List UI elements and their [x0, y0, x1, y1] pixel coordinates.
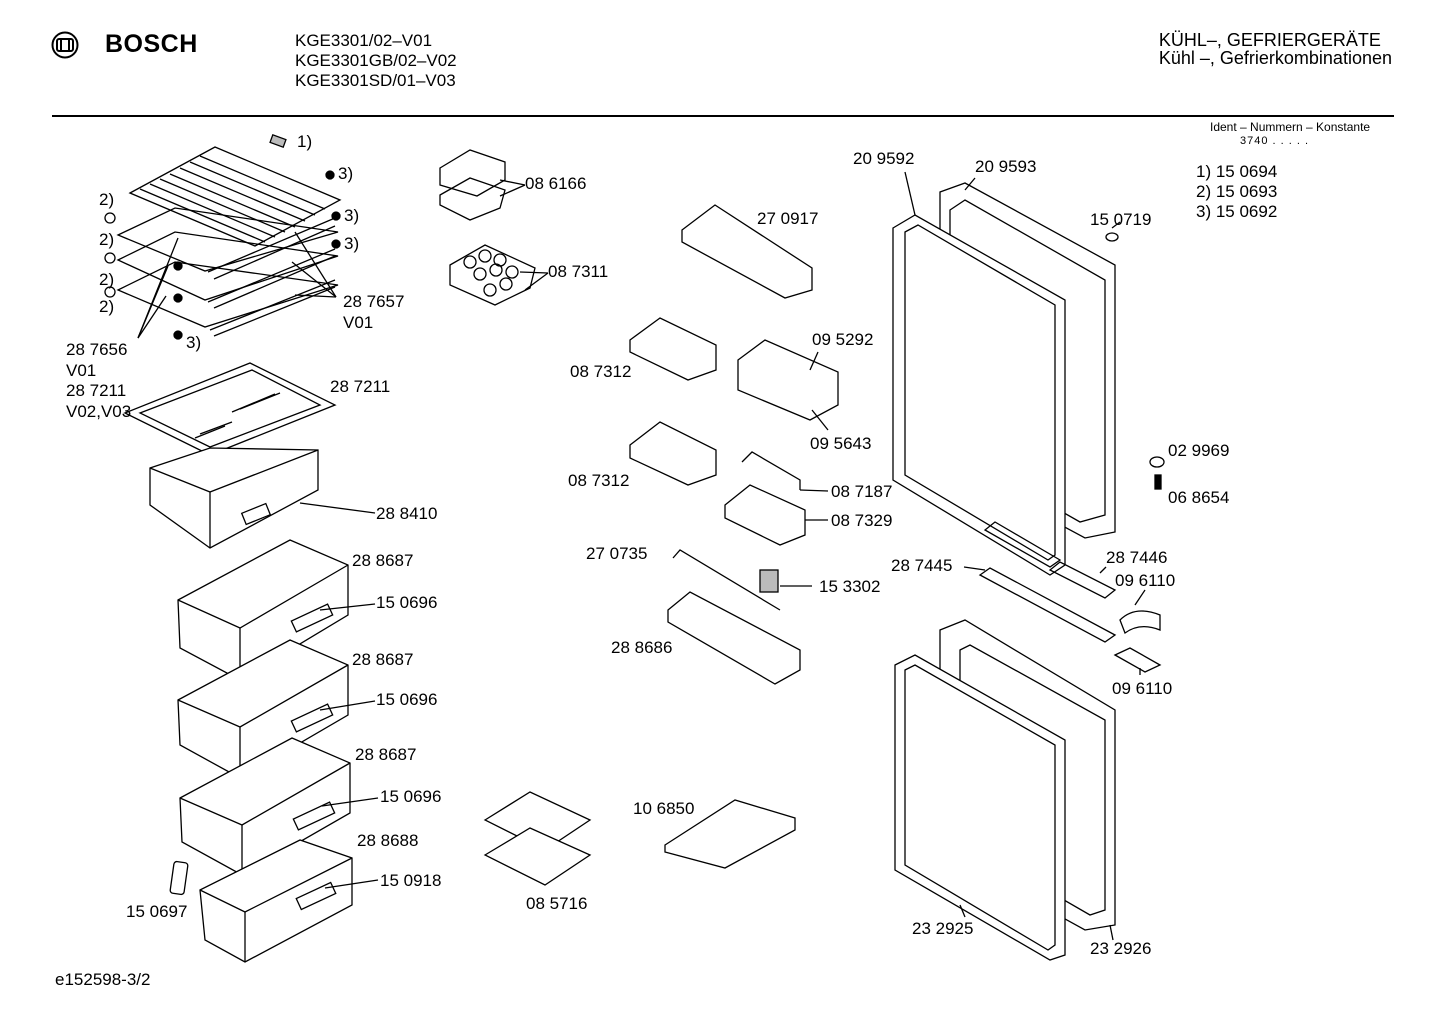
- legend-item: 2) 15 0693: [1196, 182, 1278, 201]
- part-number-label: 28 8410: [376, 504, 438, 523]
- crisper-drawers: [169, 539, 353, 963]
- part-number-label: 28 7656: [66, 340, 128, 359]
- part-number-label: 27 0917: [757, 209, 819, 228]
- ident-code: 3740 . . . . .: [1240, 135, 1310, 147]
- part-number-label: 28 7657: [343, 292, 405, 311]
- ice-cube-tray: [664, 799, 796, 869]
- part-number-label: 10 6850: [633, 799, 695, 818]
- part-number-label: 08 7312: [570, 362, 632, 381]
- label-note-2: 2): [99, 297, 115, 316]
- part-number-label: 08 7187: [831, 482, 893, 501]
- variant-label: V01: [66, 361, 97, 380]
- category-title: KÜHL–, GEFRIERGERÄTE Kühl –, Gefrierkomb…: [1159, 31, 1392, 67]
- part-number-label: 09 5292: [812, 330, 874, 349]
- bosch-armature-icon: [51, 31, 79, 59]
- variant-label: V01: [343, 313, 374, 332]
- model-v02: KGE3301GB/02–V02: [295, 51, 457, 70]
- variant-label: V02,V03: [66, 402, 132, 421]
- part-number-label: 15 0918: [380, 871, 442, 890]
- label-note-2: 2): [99, 190, 115, 209]
- bosch-logo-icon: [50, 30, 80, 65]
- part-number-label: 02 9969: [1168, 441, 1230, 460]
- part-number-label: 15 0697: [126, 902, 188, 921]
- part-number-label: 15 0696: [376, 593, 438, 612]
- part-number-label: 08 6166: [525, 174, 587, 193]
- brand-name: BOSCH: [105, 30, 198, 58]
- part-number-label: 28 8688: [357, 831, 419, 850]
- hinge-parts: [978, 232, 1165, 673]
- part-number-label: 09 6110: [1112, 679, 1173, 698]
- part-number-label: 09 5643: [810, 434, 872, 453]
- part-number-label: 08 7312: [568, 471, 630, 490]
- part-number-label: 15 3302: [819, 577, 881, 596]
- egg-tray: [449, 244, 536, 306]
- part-number-label: 28 8687: [352, 551, 414, 570]
- cold-packs: [483, 791, 592, 886]
- part-number-label: 08 7329: [831, 511, 893, 530]
- leader-lines: [137, 231, 337, 339]
- part-number-label: 27 0735: [586, 544, 648, 563]
- part-number-label: 28 7445: [891, 556, 953, 575]
- legend-item: 3) 15 0692: [1196, 202, 1278, 221]
- legend-item: 1) 15 0694: [1196, 162, 1278, 181]
- model-v03: KGE3301SD/01–V03: [295, 71, 456, 90]
- label-note-3: 3): [344, 234, 360, 253]
- wire-shelf-stack: [116, 146, 342, 337]
- part-number-label: 28 7446: [1106, 548, 1168, 567]
- part-number-label: 15 0696: [380, 787, 442, 806]
- label-note-3: 3): [344, 206, 360, 225]
- label-note-3: 3): [186, 333, 202, 352]
- category-line-1: KÜHL–, GEFRIERGERÄTE: [1158, 30, 1381, 50]
- part-number-label: 23 2926: [1090, 939, 1152, 958]
- part-number-label: 15 0719: [1090, 210, 1152, 229]
- part-number-label: 15 0696: [376, 690, 438, 709]
- label-note-1: 1): [297, 132, 313, 151]
- label-note-2: 2): [99, 270, 115, 289]
- crisper-cover-tray: [149, 447, 319, 549]
- part-number-label: 08 7311: [548, 262, 609, 281]
- header-divider: [52, 115, 1394, 117]
- part-number-label: 28 7211: [66, 381, 127, 400]
- door-bins: [629, 204, 839, 685]
- drawing-reference: e152598-3/2: [55, 970, 151, 989]
- shelf-support-clips: [104, 134, 341, 340]
- part-number-label: 20 9593: [975, 157, 1037, 176]
- freezer-door-gasket: [894, 654, 1066, 961]
- part-number-label: 28 7211: [330, 377, 391, 396]
- ident-title: Ident – Nummern – Konstante: [1210, 120, 1371, 134]
- glass-shelf: [123, 362, 337, 456]
- part-number-label: 08 5716: [526, 894, 588, 913]
- part-number-label: 09 6110: [1115, 571, 1176, 590]
- model-list: KGE3301/02–V01 KGE3301GB/02–V02 KGE3301S…: [295, 31, 457, 91]
- category-line-2: Kühl –, Gefrierkombinationen: [1158, 48, 1392, 68]
- butter-box: [439, 149, 506, 221]
- part-number-label: 28 8687: [355, 745, 417, 764]
- part-number-label: 20 9592: [853, 149, 915, 168]
- callout-lines: [299, 171, 1146, 941]
- model-v01: KGE3301/02–V01: [295, 31, 433, 50]
- part-number-label: 28 8686: [611, 638, 673, 657]
- label-note-3: 3): [338, 164, 354, 183]
- label-note-2: 2): [99, 230, 115, 249]
- part-number-label: 06 8654: [1168, 488, 1230, 507]
- legend: 1) 15 0694 2) 15 0693 3) 15 0692: [1196, 162, 1277, 222]
- part-number-label: 23 2925: [912, 919, 974, 938]
- part-number-label: 28 8687: [352, 650, 414, 669]
